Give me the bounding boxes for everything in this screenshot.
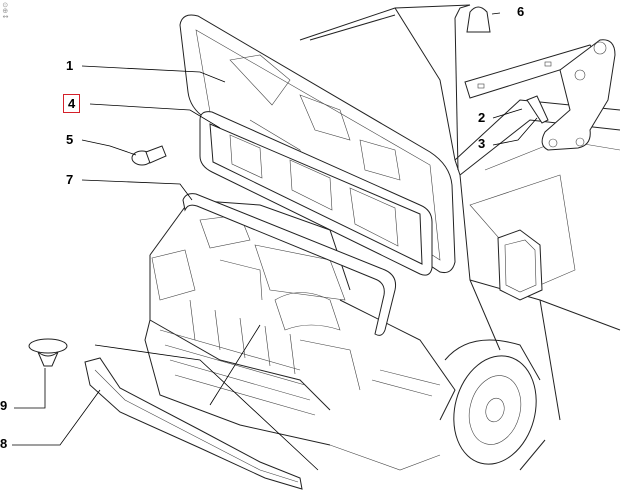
callout-2: 2 — [478, 110, 486, 125]
bonnet-gasket-part — [199, 111, 433, 276]
clip-part — [28, 338, 68, 367]
callout-5: 5 — [66, 132, 74, 147]
callout-9: 9 — [0, 398, 8, 413]
bolt-part — [131, 145, 167, 166]
callout-4-highlighted: 4 — [63, 94, 81, 113]
engine-bay-seal-part — [182, 193, 396, 336]
callout-8: 8 — [0, 436, 8, 451]
hinge-inset — [454, 4, 616, 171]
callout-3: 3 — [478, 136, 486, 151]
leader-lines — [12, 12, 538, 471]
corner-marks: ⊙⊕↕ — [1, 2, 9, 20]
callout-6: 6 — [517, 4, 525, 19]
callout-7: 7 — [66, 172, 74, 187]
bumper-trim-part — [84, 357, 303, 490]
callout-1: 1 — [66, 58, 74, 73]
